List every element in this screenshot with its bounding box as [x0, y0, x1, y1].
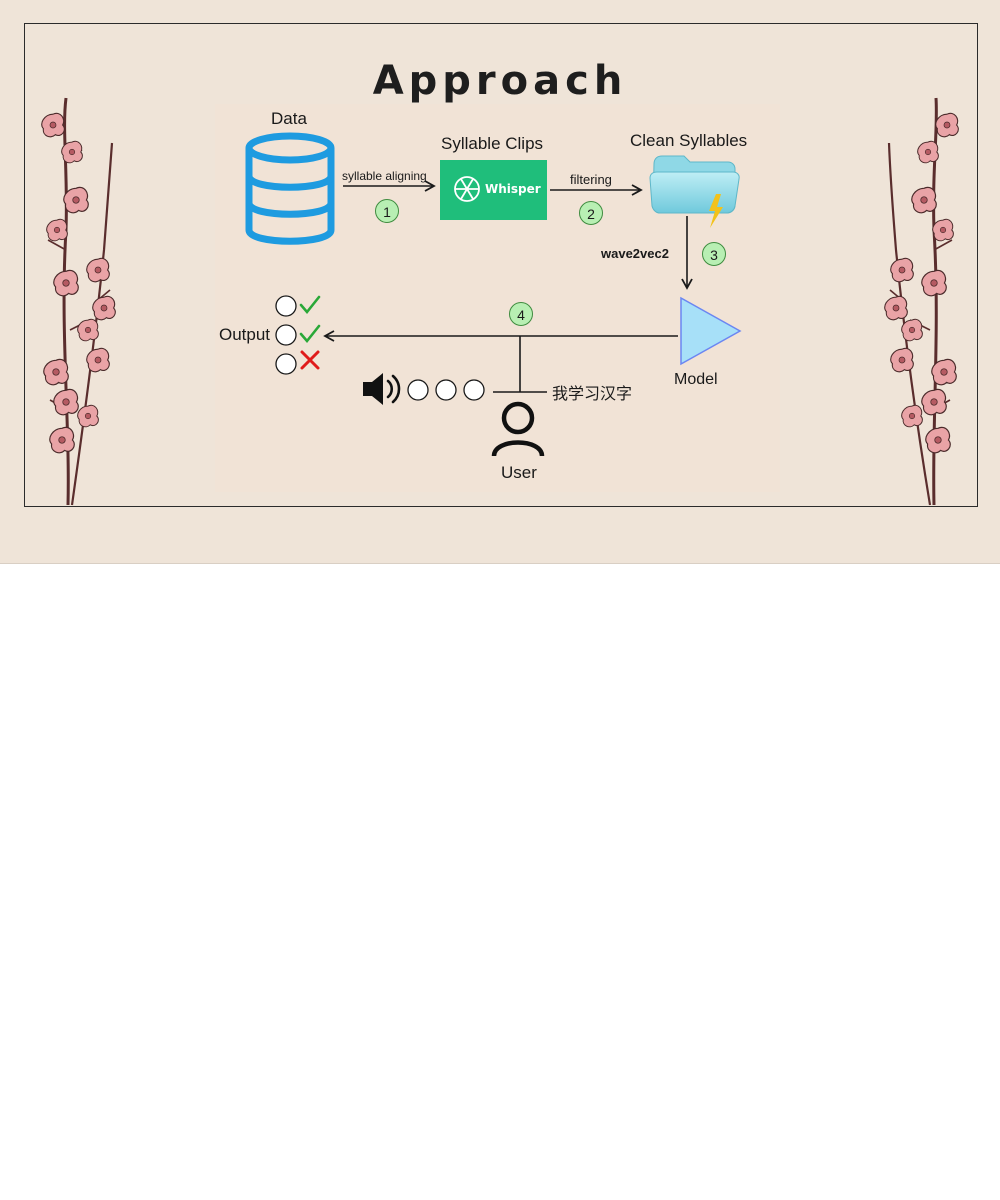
- speaker-icon: [363, 373, 401, 405]
- slide-title: Approach: [372, 58, 628, 104]
- cross-icon: [300, 350, 320, 370]
- whisper-label: Whisper: [485, 182, 541, 196]
- model-triangle-icon: [680, 296, 742, 366]
- edge-label-wave2vec2: wave2vec2: [601, 246, 669, 261]
- output-circle: [275, 324, 297, 346]
- output-circle: [275, 295, 297, 317]
- audio-syllable-circle: [407, 379, 429, 401]
- diagram-graphics: [41, 97, 959, 506]
- output-label: Output: [219, 325, 271, 344]
- model-label: Model: [674, 371, 718, 388]
- database-icon: [245, 132, 335, 245]
- right-blossom-branch-icon: [884, 97, 959, 506]
- step-badge-1: 1: [375, 199, 399, 223]
- clean-syllables-label: Clean Syllables: [630, 131, 748, 150]
- left-blossom-branch-icon: [41, 97, 116, 506]
- lightning-icon: [709, 194, 723, 228]
- syllable-clips-label: Syllable Clips: [441, 134, 544, 153]
- user-icon: [491, 401, 545, 457]
- audio-syllable-circle: [463, 379, 485, 401]
- folder-icon: [649, 155, 740, 214]
- output-circle: [275, 353, 297, 375]
- slide: Whisper Approach Data Syllable Clips Cle…: [0, 0, 1000, 564]
- step-badge-4: 4: [509, 302, 533, 326]
- user-label: User: [501, 463, 537, 482]
- edge-label-syllable-aligning: syllable aligning: [342, 169, 427, 183]
- step-badge-2: 2: [579, 201, 603, 225]
- audio-syllable-circle: [435, 379, 457, 401]
- slide-frame: [24, 23, 978, 507]
- edge-label-filtering: filtering: [570, 172, 612, 187]
- step-badge-3: 3: [702, 242, 726, 266]
- chinese-sentence: 我学习汉字: [552, 386, 633, 403]
- check-icon: [299, 324, 321, 344]
- data-label: Data: [271, 109, 307, 128]
- check-icon: [299, 295, 321, 315]
- output-marks: [275, 295, 321, 375]
